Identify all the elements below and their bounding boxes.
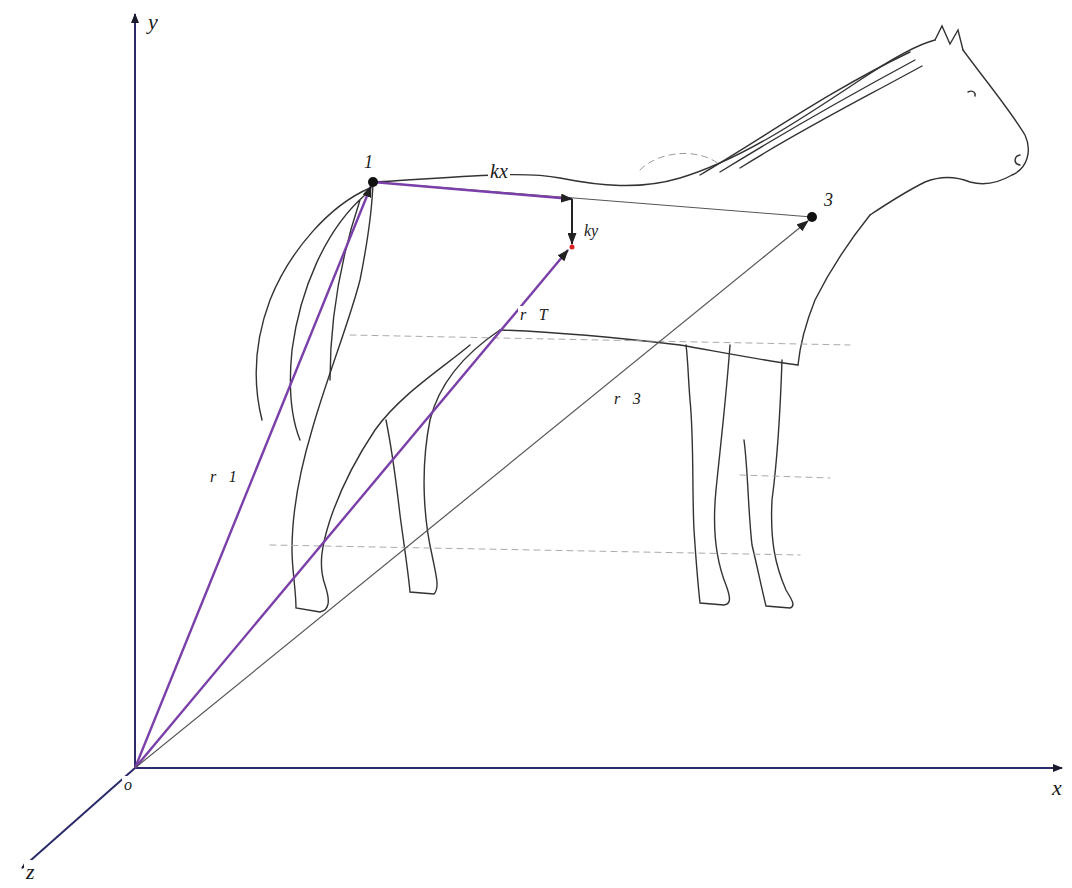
axis-label: y — [146, 10, 160, 34]
horse-drawing — [256, 26, 1028, 612]
origin-label: o — [122, 776, 134, 794]
points — [368, 177, 817, 250]
position-vectors — [135, 182, 812, 768]
vector-label: kx — [488, 160, 510, 182]
vector-label: r⃗1 — [208, 468, 239, 486]
vector-label: r⃗T — [518, 306, 550, 324]
vector-label: r⃗3 — [612, 390, 643, 408]
point-label: 3 — [822, 190, 835, 210]
point-label: 1 — [362, 152, 375, 172]
vector-label: ky — [582, 222, 600, 240]
axis-label: z — [24, 860, 37, 884]
axis-label: x — [1050, 776, 1064, 800]
coordinate-axes — [22, 14, 1062, 868]
